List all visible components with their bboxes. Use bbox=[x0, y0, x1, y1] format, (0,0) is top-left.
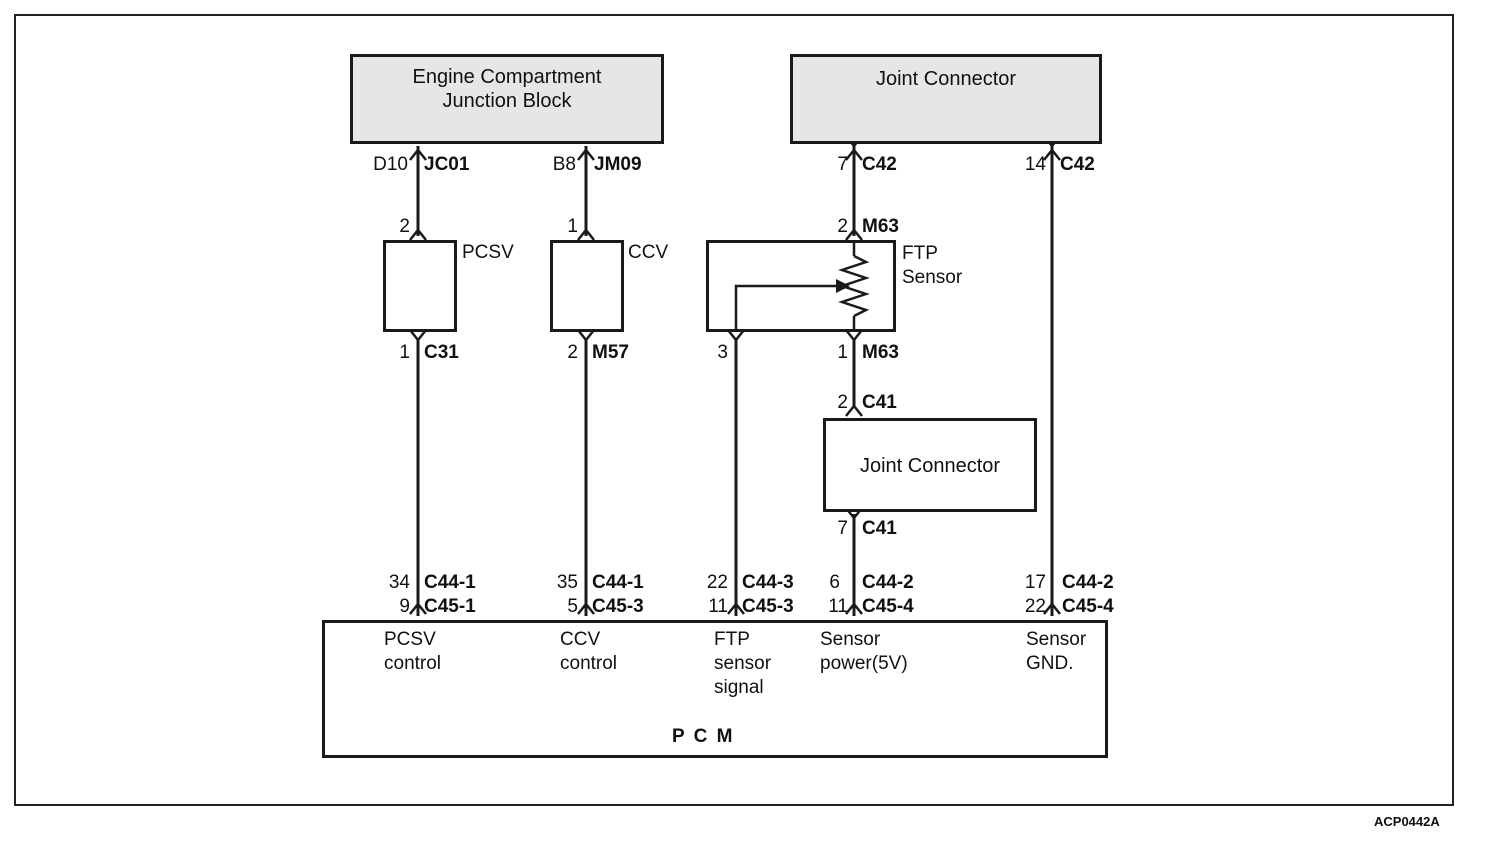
jm09-connector: JM09 bbox=[594, 154, 642, 175]
pcm-conn-4a: C44-2 bbox=[862, 572, 914, 593]
pcm-pin-4a: 6 bbox=[829, 572, 840, 593]
pcm-pin-1a: 34 bbox=[388, 572, 410, 593]
pcm-conn-3a: C44-3 bbox=[742, 572, 794, 593]
ftp-wiper bbox=[734, 284, 836, 330]
pcm-pin-5a: 17 bbox=[1024, 572, 1046, 593]
ccv-top-pin: 1 bbox=[567, 216, 578, 237]
pcm-conn-1a: C44-1 bbox=[424, 572, 476, 593]
pcm-conn-3b: C45-3 bbox=[742, 596, 794, 617]
diagram-frame bbox=[14, 14, 1454, 806]
figure-id: ACP0442A bbox=[1374, 814, 1440, 829]
ftp-sensor-label: FTP Sensor bbox=[902, 243, 963, 288]
pcm-signal-sensor-gnd: Sensor GND. bbox=[1026, 629, 1087, 674]
pcm-signal-pcsv-control: PCSV control bbox=[384, 629, 442, 674]
jc01-connector: JC01 bbox=[424, 154, 470, 175]
pcm-conn-4b: C45-4 bbox=[862, 596, 914, 617]
c42a-connector: C42 bbox=[862, 154, 897, 175]
c31-pin: 1 bbox=[399, 342, 410, 363]
c42a-pin: 7 bbox=[837, 154, 848, 175]
ftp-wiper-arrow bbox=[836, 279, 850, 293]
m57-pin: 2 bbox=[567, 342, 578, 363]
c41b-connector: C41 bbox=[862, 518, 897, 539]
chevron-jc01 bbox=[409, 147, 427, 161]
chevron-pcsv-bot bbox=[409, 329, 427, 343]
jm09-pin: B8 bbox=[552, 154, 576, 175]
c42b-pin: 14 bbox=[1024, 154, 1046, 175]
pcsv-label: PCSV bbox=[462, 242, 514, 263]
joint-connector-mid: Joint Connector bbox=[823, 418, 1037, 512]
pcm-conn-1b: C45-1 bbox=[424, 596, 476, 617]
c31-connector: C31 bbox=[424, 342, 459, 363]
pcm-pin-3a: 22 bbox=[706, 572, 728, 593]
chevron-c42a-out bbox=[845, 147, 863, 161]
pcm-block bbox=[322, 620, 1108, 758]
ftp-signal-pin: 3 bbox=[717, 342, 728, 363]
pcm-title: P C M bbox=[672, 726, 735, 747]
chevron-m63-top bbox=[845, 227, 863, 241]
chevron-pcm-3 bbox=[727, 601, 745, 615]
pcm-signal-ccv-control: CCV control bbox=[560, 629, 618, 674]
chevron-c42b-out bbox=[1043, 147, 1061, 161]
chevron-ccv-bot bbox=[577, 329, 595, 343]
m63-bot-connector: M63 bbox=[862, 342, 899, 363]
pcm-pin-2a: 35 bbox=[556, 572, 578, 593]
c41a-connector: C41 bbox=[862, 392, 897, 413]
chevron-pcm-2 bbox=[577, 601, 595, 615]
chevron-pcm-1 bbox=[409, 601, 427, 615]
c42b-connector: C42 bbox=[1060, 154, 1095, 175]
pcm-conn-5b: C45-4 bbox=[1062, 596, 1114, 617]
m63-top-pin: 2 bbox=[837, 216, 848, 237]
ftp-sensor-box bbox=[706, 240, 896, 332]
chevron-c41a bbox=[845, 403, 863, 417]
pcm-conn-5a: C44-2 bbox=[1062, 572, 1114, 593]
chevron-pcsv-top bbox=[409, 227, 427, 241]
joint-connector-top: Joint Connector bbox=[790, 54, 1102, 144]
pcsv-component-box bbox=[383, 240, 457, 332]
ccv-component-box bbox=[550, 240, 624, 332]
engine-compartment-junction-block: Engine Compartment Junction Block bbox=[350, 54, 664, 144]
pcm-conn-2a: C44-1 bbox=[592, 572, 644, 593]
pcm-pin-4b: 11 bbox=[828, 596, 848, 617]
m63-top-connector: M63 bbox=[862, 216, 899, 237]
c41a-pin: 2 bbox=[837, 392, 848, 413]
pcm-pin-1b: 9 bbox=[399, 596, 410, 617]
chevron-jm09 bbox=[577, 147, 595, 161]
ccv-label: CCV bbox=[628, 242, 669, 263]
pcm-pin-2b: 5 bbox=[567, 596, 578, 617]
pcm-conn-2b: C45-3 bbox=[592, 596, 644, 617]
chevron-m63-bot bbox=[845, 329, 863, 343]
pcm-signal-sensor-power: Sensor power(5V) bbox=[820, 629, 908, 674]
pcm-pin-3b: 11 bbox=[708, 596, 728, 617]
pcm-signal-ftp-sensor-signal: FTP sensor signal bbox=[714, 629, 772, 698]
chevron-ccv-top bbox=[577, 227, 595, 241]
m57-connector: M57 bbox=[592, 342, 629, 363]
chevron-pcm-4 bbox=[845, 601, 863, 615]
pcsv-top-pin: 2 bbox=[399, 216, 410, 237]
m63-bot-pin: 1 bbox=[837, 342, 848, 363]
chevron-ftp-sig bbox=[727, 329, 745, 343]
jc01-pin: D10 bbox=[373, 154, 408, 175]
chevron-pcm-5 bbox=[1043, 601, 1061, 615]
pcm-pin-5b: 22 bbox=[1024, 596, 1046, 617]
c41b-pin: 7 bbox=[837, 518, 848, 539]
